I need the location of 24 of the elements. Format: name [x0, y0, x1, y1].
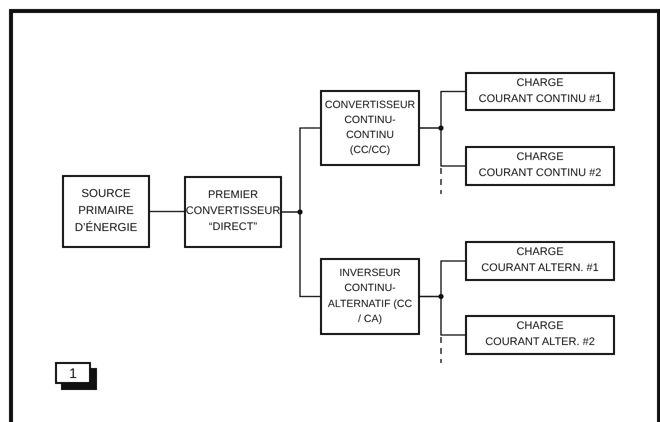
box-text: CHARGE: [516, 245, 564, 260]
box-text: COURANT CONTINU #2: [478, 166, 602, 181]
box-text: CHARGE: [516, 150, 564, 166]
connector-line: [282, 211, 320, 298]
box-text: COURANT ALTERN. #1: [481, 261, 599, 276]
process-box: [465, 72, 615, 111]
process-box: [184, 176, 282, 248]
box-text: SOURCE PRIMAIRE D’ÉNERGIE: [74, 187, 138, 236]
process-box: [320, 258, 420, 335]
box-text: COURANT ALTER. #2: [485, 335, 595, 350]
box-text: CHARGE: [516, 76, 564, 91]
process-box: [465, 241, 615, 281]
process-box: [465, 315, 615, 355]
box-text: PREMIER CONVERTISSEUR “DIRECT”: [186, 188, 280, 235]
process-box: [62, 175, 150, 248]
box-text: COURANT CONTINU #1: [478, 92, 602, 106]
connector-line: [420, 296, 465, 336]
process-box: [320, 90, 420, 166]
box-text: INVERSEUR CONTINU- ALTERNATIF (CC / CA): [326, 266, 414, 327]
box-text: CHARGE: [516, 319, 564, 334]
process-box: [465, 146, 615, 186]
connector-line: [420, 127, 465, 167]
box-text: CONVERTISSEUR CONTINU- CONTINU (CC/CC): [324, 98, 416, 158]
connector-line: [150, 210, 184, 212]
